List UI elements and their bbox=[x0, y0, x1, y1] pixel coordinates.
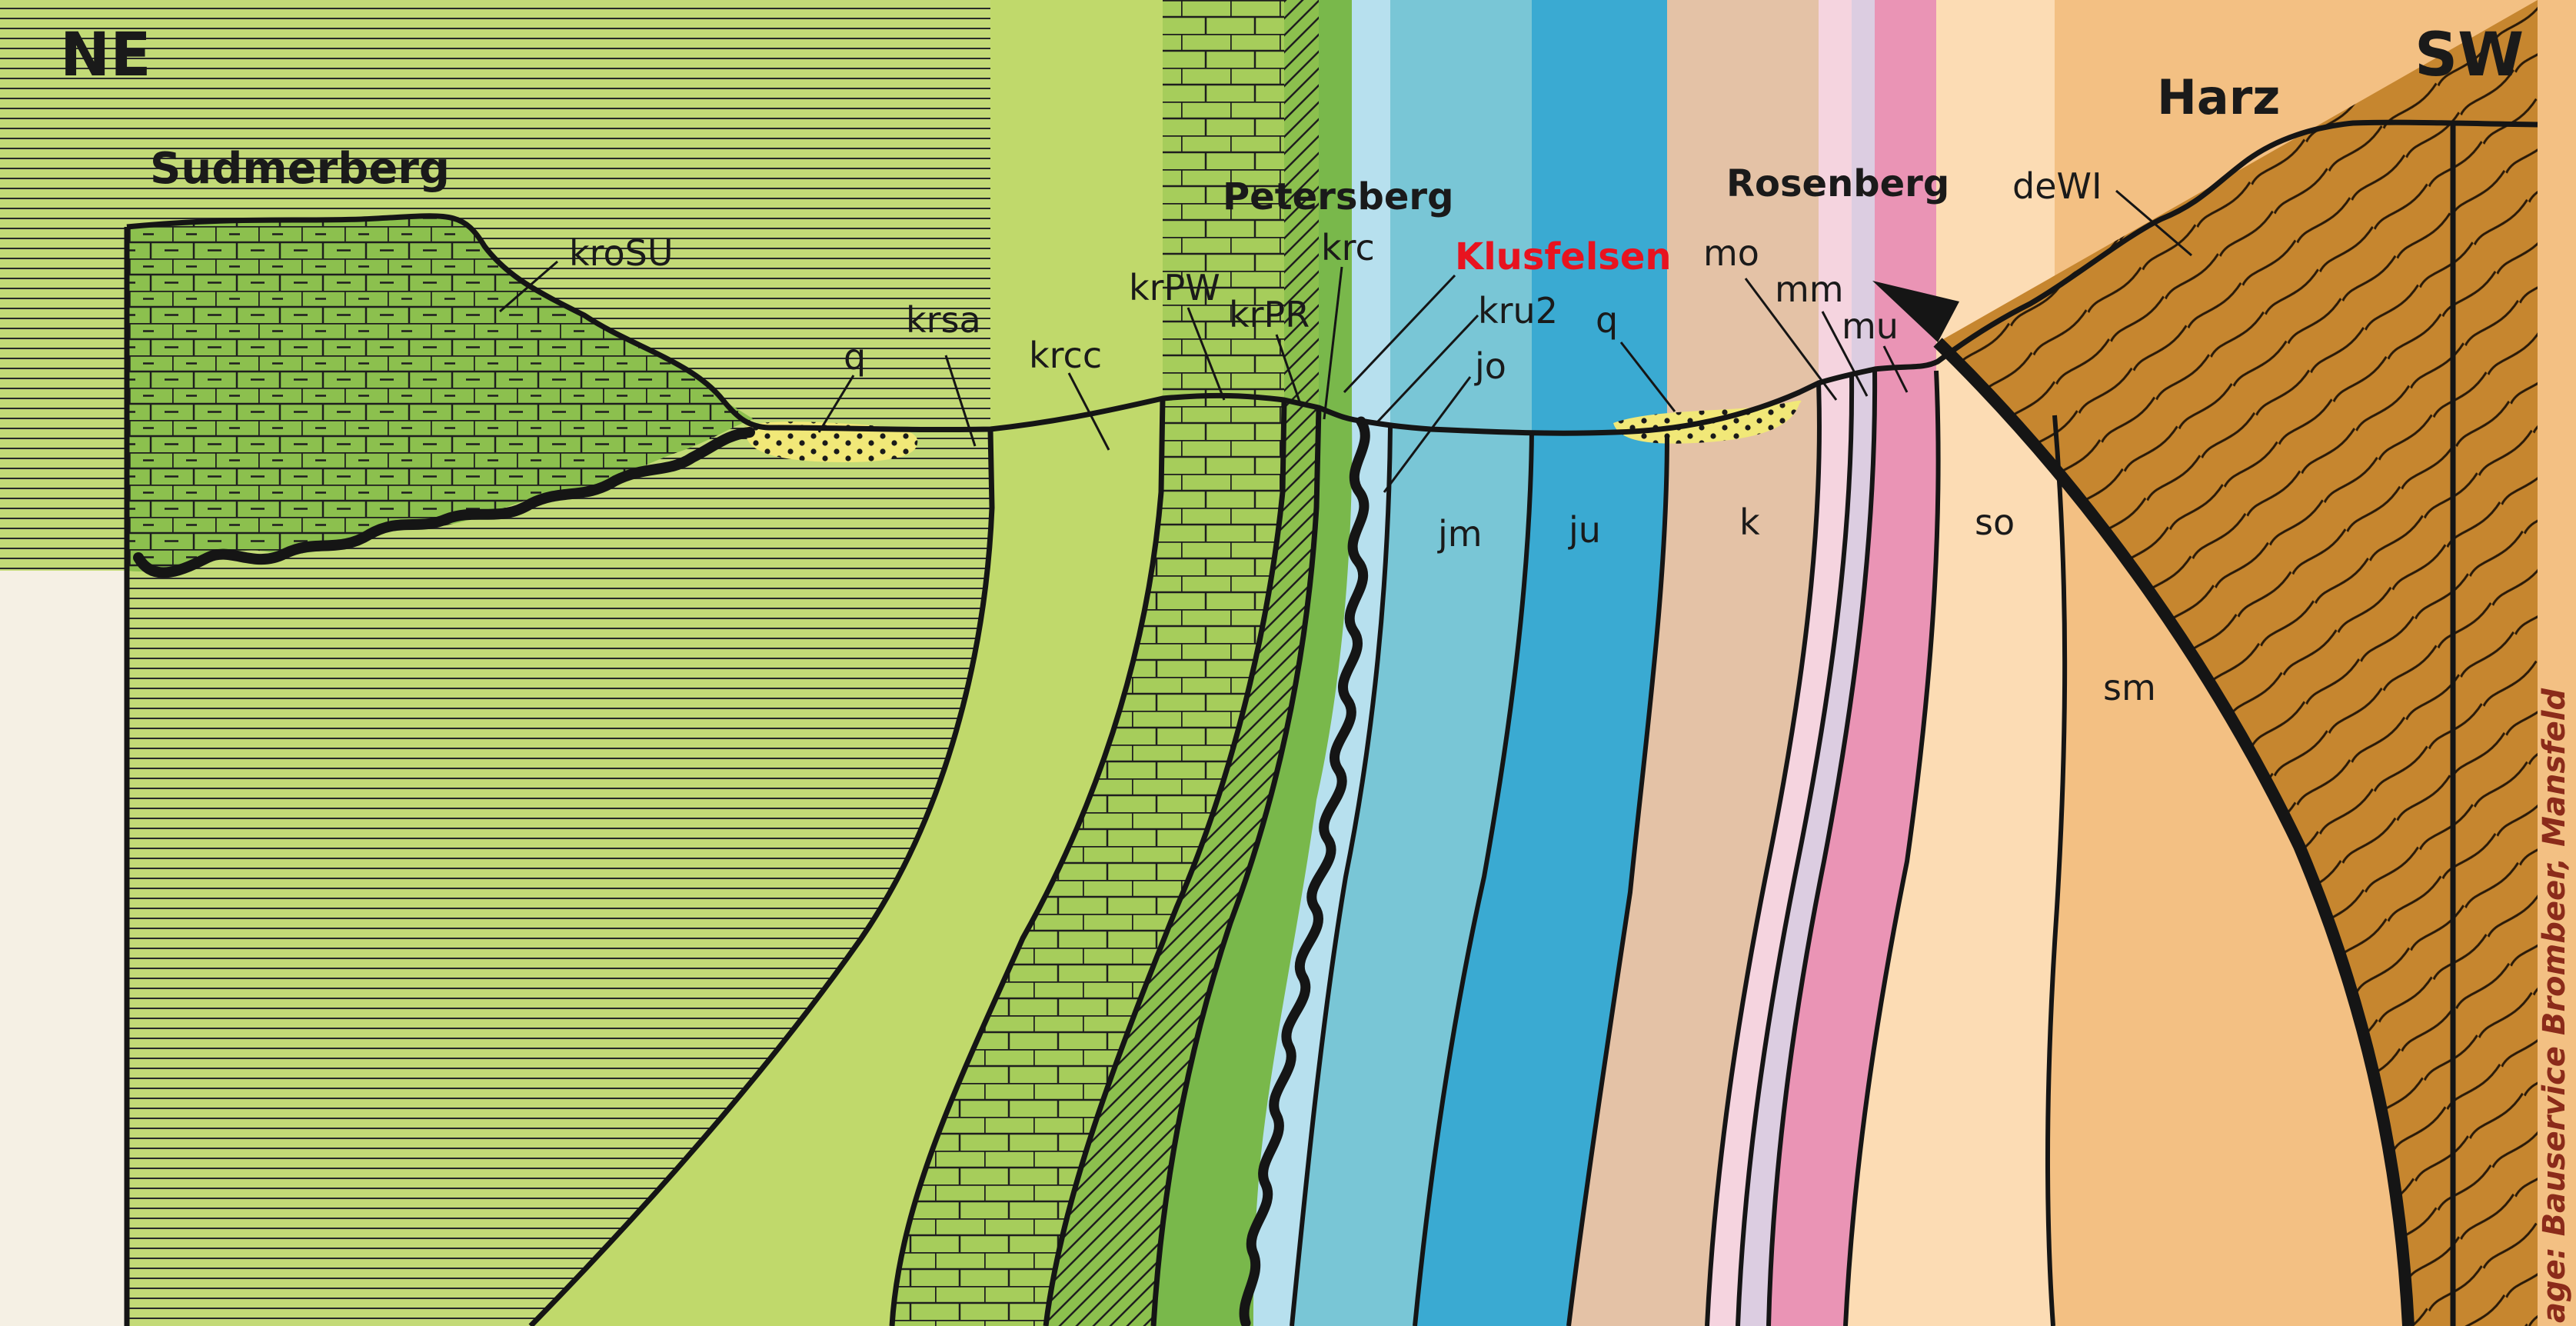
label-kru2: kru2 bbox=[1478, 290, 1558, 332]
label-mu: mu bbox=[1842, 305, 1899, 347]
label-sm: sm bbox=[2103, 667, 2156, 708]
label-ju: ju bbox=[1568, 509, 1601, 551]
place-harz: Harz bbox=[2157, 69, 2280, 125]
label-jo: jo bbox=[1474, 345, 1506, 387]
label-krPW: krPW bbox=[1129, 267, 1220, 308]
direction-ne: NE bbox=[60, 21, 151, 90]
place-petersberg: Petersberg bbox=[1223, 175, 1453, 218]
label-kroSU: kroSU bbox=[569, 232, 674, 274]
label-mm: mm bbox=[1775, 268, 1844, 310]
label-jm: jm bbox=[1437, 513, 1483, 555]
image-credit: age: Bauservice Brombeer, Mansfeld bbox=[2537, 688, 2572, 1323]
place-rosenberg: Rosenberg bbox=[1726, 162, 1949, 205]
label-q-right: q bbox=[1596, 299, 1618, 341]
label-deWI: deWI bbox=[2012, 165, 2102, 207]
label-krsa: krsa bbox=[906, 299, 981, 341]
label-q-left: q bbox=[844, 336, 866, 378]
label-k: k bbox=[1739, 501, 1760, 543]
label-mo: mo bbox=[1703, 232, 1759, 274]
label-so: so bbox=[1975, 501, 2015, 543]
place-sudmerberg: Sudmerberg bbox=[150, 144, 450, 194]
label-krc: krc bbox=[1321, 227, 1375, 268]
label-krPR: krPR bbox=[1229, 294, 1310, 335]
label-krcc: krcc bbox=[1029, 335, 1102, 376]
direction-sw: SW bbox=[2415, 21, 2524, 90]
label-klusfelsen: Klusfelsen bbox=[1455, 235, 1672, 278]
